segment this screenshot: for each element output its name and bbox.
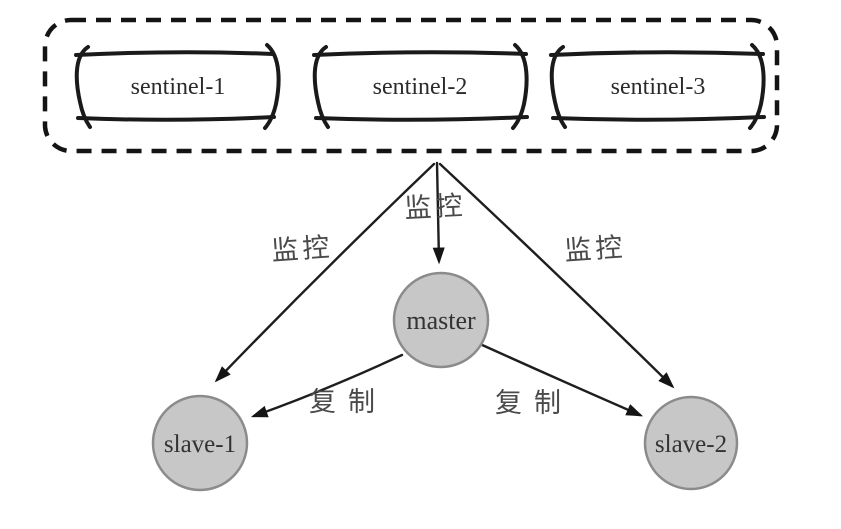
sentinel-2-label: sentinel-2 xyxy=(373,74,468,100)
node-slave-1: slave-1 xyxy=(151,394,249,492)
box-left-stroke xyxy=(312,45,330,129)
edge-labels: 监控 监控 监控 复制 复制 xyxy=(270,190,627,418)
node-sentinel-1: sentinel-1 xyxy=(74,43,281,130)
edge-replicate-slave1-arrow xyxy=(250,353,404,418)
edge-monitor-slave1-arrow xyxy=(214,162,436,383)
edge-monitor-master-arrow xyxy=(432,161,445,265)
sentinel-3-label: sentinel-3 xyxy=(611,74,706,100)
slave-1-circle xyxy=(151,394,249,492)
sentinel-1-label: sentinel-1 xyxy=(131,74,226,100)
edge-label-monitor-master: 监控 xyxy=(404,190,467,223)
box-bottom-stroke xyxy=(314,115,529,122)
box-right-stroke xyxy=(511,43,529,130)
node-sentinel-2: sentinel-2 xyxy=(312,43,529,130)
sentinel-group-border xyxy=(42,17,780,154)
box-bottom-stroke xyxy=(551,115,766,122)
slave-2-label: slave-2 xyxy=(655,431,727,458)
edge-monitor-slave2-arrow xyxy=(438,162,675,389)
box-right-stroke xyxy=(748,43,766,130)
box-right-stroke xyxy=(263,43,281,130)
box-top-stroke xyxy=(74,50,275,57)
edge-label-replicate-slave1: 复制 xyxy=(309,387,387,417)
slave-1-label: slave-1 xyxy=(164,431,236,458)
box-top-stroke xyxy=(549,50,765,57)
edge-label-replicate-slave2: 复制 xyxy=(495,388,573,418)
node-sentinel-3: sentinel-3 xyxy=(549,43,766,130)
box-bottom-stroke xyxy=(76,115,276,122)
sentinel-group: sentinel-1 sentinel-2 sentinel-3 xyxy=(42,17,780,154)
edges xyxy=(214,161,675,418)
master-label: master xyxy=(406,306,476,335)
master-circle xyxy=(392,271,490,369)
edge-label-monitor-slave1: 监控 xyxy=(270,232,334,266)
box-left-stroke xyxy=(74,45,92,129)
box-top-stroke xyxy=(312,50,528,57)
edge-label-monitor-slave2: 监控 xyxy=(563,232,627,266)
slave-2-circle xyxy=(643,395,739,491)
box-left-stroke xyxy=(549,45,567,129)
node-master: master xyxy=(392,271,490,369)
edge-replicate-slave2-arrow xyxy=(478,342,644,417)
node-slave-2: slave-2 xyxy=(643,395,739,491)
